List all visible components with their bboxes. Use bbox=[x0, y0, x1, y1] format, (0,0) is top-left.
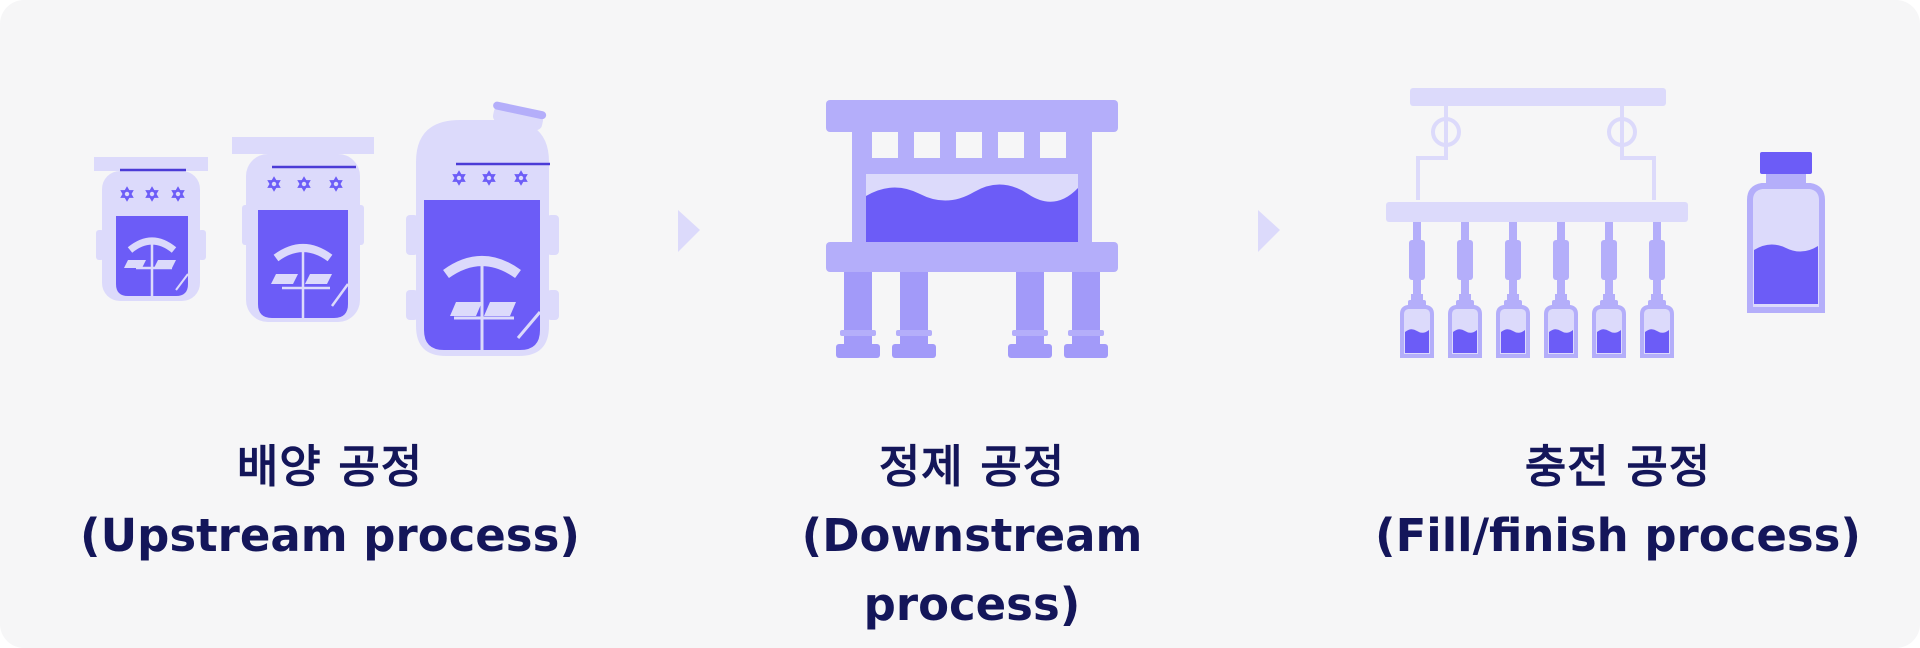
vial-icon bbox=[1544, 292, 1578, 358]
downstream-illustration bbox=[826, 100, 1118, 358]
arrow-right-icon bbox=[678, 210, 700, 252]
stage-title: 배양 공정 bbox=[236, 440, 424, 493]
bioreactor-small bbox=[94, 157, 208, 301]
fill-finish-illustration bbox=[1386, 88, 1825, 358]
stage-label-upstream: 배양 공정 (Upstream process) bbox=[50, 432, 610, 570]
arrow-right-icon bbox=[1258, 210, 1280, 252]
stage-label-fill-finish: 충전 공정 (Fill/finish process) bbox=[1338, 432, 1898, 570]
vial-icon bbox=[1640, 292, 1674, 358]
stage-subtitle: (Fill/finish process) bbox=[1375, 509, 1861, 562]
vial-icon bbox=[1496, 292, 1530, 358]
stage-subtitle: (Downstream process) bbox=[801, 509, 1143, 631]
stage-title: 정제 공정 bbox=[878, 440, 1066, 493]
bioreactor-medium bbox=[232, 137, 374, 322]
bioreactor-large bbox=[406, 101, 559, 356]
vial-icon bbox=[1448, 292, 1482, 358]
vial-icon bbox=[1400, 292, 1434, 358]
final-vial-icon bbox=[1747, 152, 1825, 313]
stage-title: 충전 공정 bbox=[1524, 440, 1712, 493]
upstream-illustration bbox=[94, 101, 559, 356]
stage-subtitle: (Upstream process) bbox=[80, 509, 580, 562]
stage-label-downstream: 정제 공정 (Downstream process) bbox=[692, 432, 1252, 639]
vial-icon bbox=[1592, 292, 1626, 358]
